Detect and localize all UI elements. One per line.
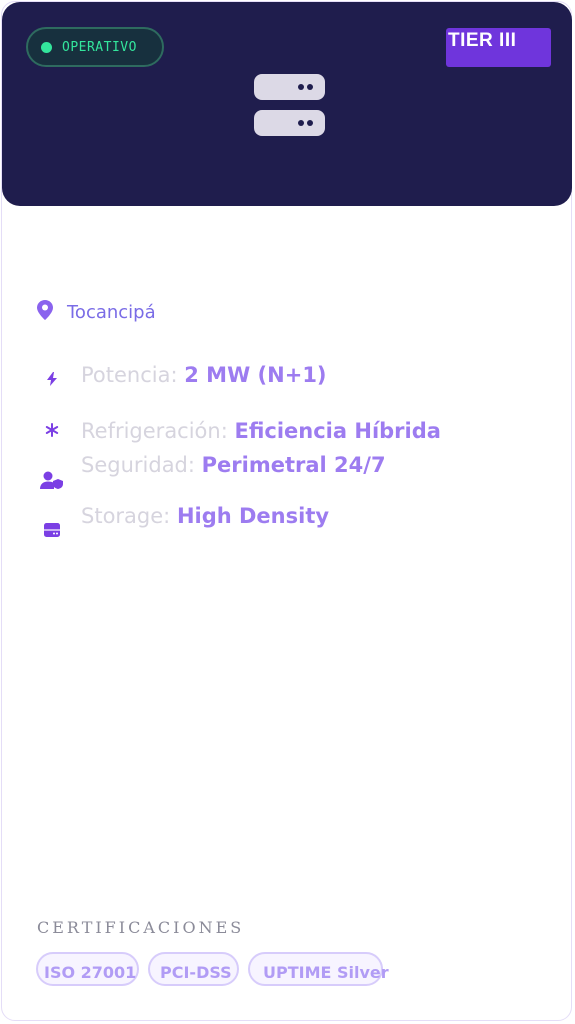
spec-label: Seguridad: [81,453,195,477]
spec-cooling: Refrigeración: Eficiencia Híbrida [81,415,461,447]
card-header: OPERATIVO TIER III [2,2,572,206]
certifications-heading: CERTIFICACIONES [37,918,245,937]
server-icon [254,74,325,136]
status-label: OPERATIVO [62,39,137,55]
spec-value: 2 MW (N+1) [184,363,327,387]
snowflake-icon [40,418,64,442]
certification-chip: UPTIME Silver [248,952,389,986]
map-pin-icon [37,300,53,324]
spec-value: Perimetral 24/7 [201,453,386,477]
lightning-icon [40,367,64,391]
spec-label: Storage: [81,504,171,528]
tier-badge: TIER III [446,28,551,67]
location-name: Tocancipá [67,301,156,323]
certification-chip: ISO 27001 [36,952,139,986]
spec-label: Potencia: [81,363,178,387]
spec-label: Refrigeración: [81,419,228,443]
location: Tocancipá [37,300,156,324]
storage-icon [40,518,64,542]
certification-chip: PCI-DSS [148,952,239,986]
spec-value: High Density [176,504,330,528]
spec-storage: Storage: High Density [81,500,461,532]
spec-value: Eficiencia Híbrida [234,419,441,443]
status-dot-icon [41,41,52,53]
spec-security: Seguridad: Perimetral 24/7 [81,449,461,481]
user-shield-icon [40,468,64,492]
status-badge: OPERATIVO [26,27,164,67]
spec-power: Potencia: 2 MW (N+1) [81,359,461,391]
